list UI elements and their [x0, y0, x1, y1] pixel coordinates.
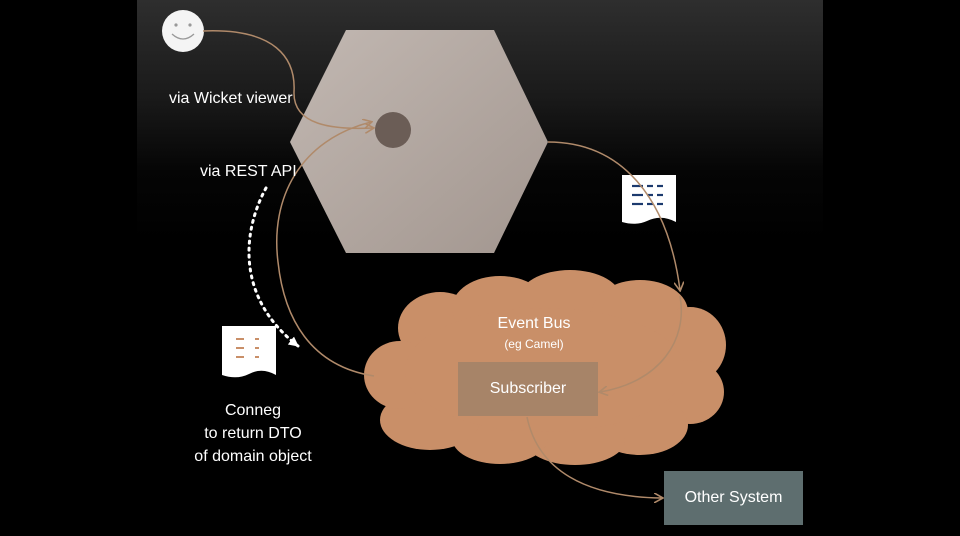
other-system-label: Other System — [684, 489, 783, 506]
subscriber-label: Subscriber — [489, 380, 567, 397]
domain-object-dot[interactable] — [375, 112, 411, 148]
smiley-face-icon — [162, 10, 204, 52]
conneg-line-3: of domain object — [194, 448, 312, 465]
event-bus-subtitle: (eg Camel) — [504, 337, 564, 351]
subscriber-box[interactable] — [458, 362, 598, 416]
conneg-label: Conneg to return DTO of domain object — [178, 399, 328, 468]
subscriber-to-other-system-arrow — [526, 416, 662, 498]
document-icon — [622, 175, 676, 224]
via-wicket-label: via Wicket viewer — [169, 90, 293, 107]
dto-document-icon — [222, 326, 276, 378]
rest-to-object-arrow — [276, 122, 375, 377]
conneg-line-1: Conneg — [224, 402, 282, 419]
conneg-dotted-arrow — [247, 186, 300, 348]
user-to-object-arrow — [202, 30, 373, 129]
via-rest-label: via REST API — [200, 163, 297, 180]
conneg-line-2: to return DTO — [204, 425, 302, 442]
bus-to-subscriber-arrow — [600, 295, 682, 392]
hexagon-to-bus-arrow — [547, 141, 680, 290]
other-system-box[interactable] — [664, 471, 803, 525]
event-bus-title: Event Bus — [497, 315, 571, 332]
application-hexagon — [290, 30, 548, 253]
